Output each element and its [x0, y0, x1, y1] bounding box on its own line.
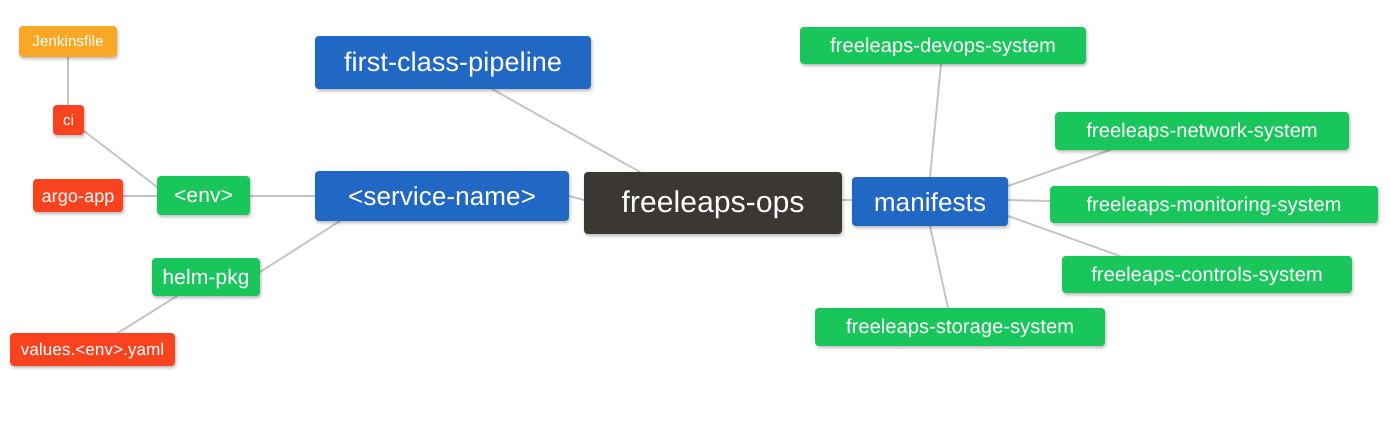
edge-manifests-to-freeleaps-storage-system: [929, 225, 949, 309]
edge-service-name-to-freeleaps-ops: [568, 195, 585, 201]
node-manifests[interactable]: manifests: [852, 177, 1008, 226]
node-jenkinsfile[interactable]: Jenkinsfile: [19, 26, 117, 57]
node-argo-app[interactable]: argo-app: [33, 179, 123, 212]
edge-manifests-to-freeleaps-monitoring-system: [1007, 199, 1051, 202]
node-env[interactable]: <env>: [157, 176, 250, 215]
node-values-env-yaml[interactable]: values.<env>.yaml: [10, 333, 175, 366]
node-freeleaps-network-system[interactable]: freeleaps-network-system: [1055, 112, 1349, 150]
node-freeleaps-monitoring-system[interactable]: freeleaps-monitoring-system: [1050, 186, 1378, 223]
edge-first-class-pipeline-to-freeleaps-ops: [491, 88, 641, 173]
node-service-name[interactable]: <service-name>: [315, 171, 569, 221]
edge-service-name-to-helm-pkg: [259, 220, 341, 273]
edge-manifests-to-freeleaps-devops-system: [929, 63, 942, 178]
node-ci[interactable]: ci: [53, 105, 84, 135]
edge-manifests-to-freeleaps-network-system: [1007, 149, 1111, 187]
node-freeleaps-storage-system[interactable]: freeleaps-storage-system: [815, 308, 1105, 346]
node-freeleaps-devops-system[interactable]: freeleaps-devops-system: [800, 27, 1086, 64]
edge-helm-pkg-to-values-env-yaml: [117, 295, 178, 334]
node-first-class-pipeline[interactable]: first-class-pipeline: [315, 36, 591, 89]
node-helm-pkg[interactable]: helm-pkg: [152, 258, 260, 296]
node-freeleaps-ops[interactable]: freeleaps-ops: [584, 172, 842, 234]
node-freeleaps-controls-system[interactable]: freeleaps-controls-system: [1062, 256, 1352, 293]
